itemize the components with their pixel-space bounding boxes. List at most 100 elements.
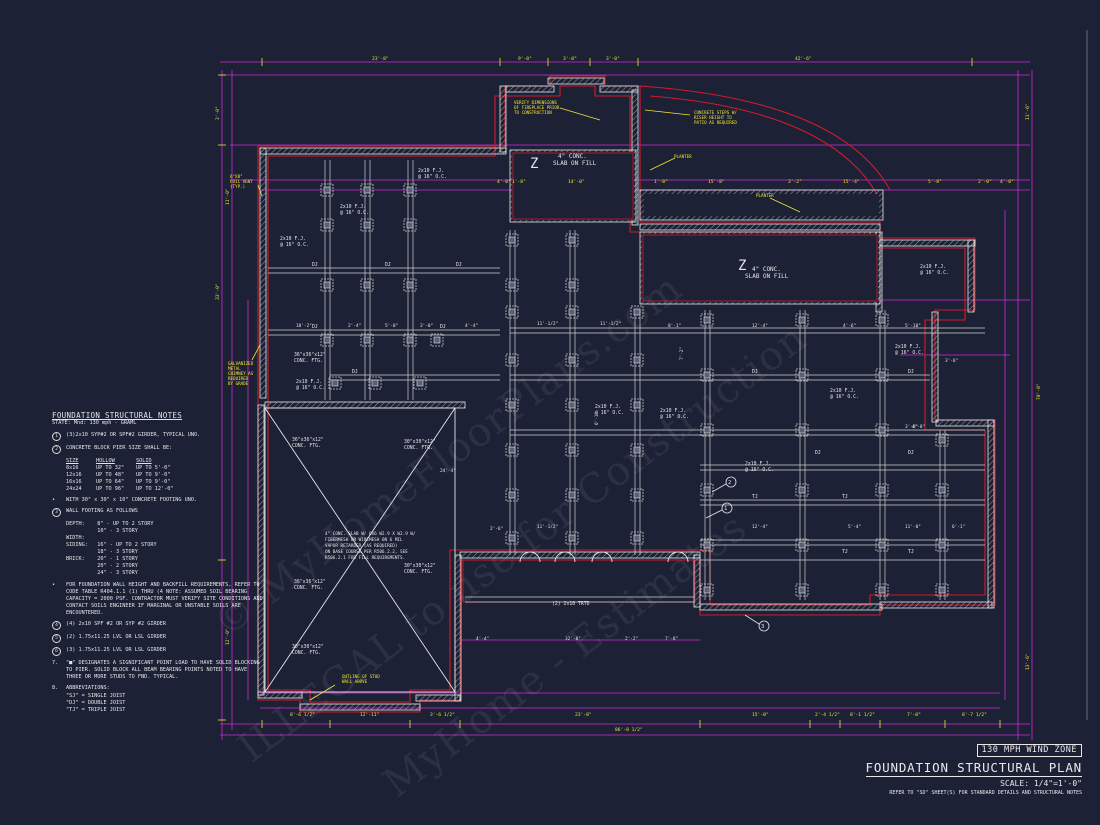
svg-text:2x10 F.J.: 2x10 F.J. bbox=[745, 461, 771, 467]
pier-block bbox=[798, 426, 806, 434]
pier-block bbox=[568, 491, 576, 499]
pier-footing bbox=[403, 218, 417, 232]
pier-block bbox=[416, 379, 424, 387]
svg-text:FOIL VENT: FOIL VENT bbox=[230, 179, 253, 184]
svg-text:Z: Z bbox=[530, 156, 538, 172]
svg-text:DJ: DJ bbox=[908, 450, 914, 456]
pier-footing bbox=[630, 488, 644, 502]
svg-text:15'-0": 15'-0" bbox=[752, 712, 769, 718]
svg-text:TJ: TJ bbox=[842, 494, 848, 500]
svg-text:@ 16" O.C.: @ 16" O.C. bbox=[660, 414, 689, 420]
pier-block bbox=[798, 586, 806, 594]
pier-block bbox=[568, 308, 576, 316]
pier-footing bbox=[505, 353, 519, 367]
svg-text:@ 16" O.C.: @ 16" O.C. bbox=[895, 350, 924, 356]
pier-table-cell: 12x16 bbox=[66, 472, 82, 478]
pier-footing bbox=[360, 333, 374, 347]
pier-block bbox=[633, 401, 641, 409]
wall-footing-line: 18" - 3 STORY bbox=[66, 549, 138, 555]
svg-text:TJ: TJ bbox=[908, 549, 914, 555]
svg-text:3'-0": 3'-0" bbox=[606, 56, 620, 62]
svg-text:TJ: TJ bbox=[842, 549, 848, 555]
svg-text:METAL: METAL bbox=[228, 366, 241, 371]
svg-text:GALVANIZED: GALVANIZED bbox=[228, 361, 254, 366]
pier-block bbox=[508, 446, 516, 454]
pier-footing bbox=[875, 583, 889, 597]
svg-text:CHIMNEY AS: CHIMNEY AS bbox=[228, 371, 254, 376]
pier-block bbox=[938, 586, 946, 594]
pier-block bbox=[878, 586, 886, 594]
pier-block bbox=[568, 356, 576, 364]
pier-footing bbox=[795, 538, 809, 552]
svg-text:4" CONC. SLAB W/ 6X6 W2.9 X W2: 4" CONC. SLAB W/ 6X6 W2.9 X W2.9 W/ bbox=[325, 531, 416, 537]
wall-footing-line: 20" - 2 STORY bbox=[66, 563, 138, 569]
pier-table-cell: 24x24 bbox=[66, 486, 82, 492]
pier-footing bbox=[630, 305, 644, 319]
svg-text:SLAB ON FILL: SLAB ON FILL bbox=[553, 160, 597, 167]
pier-footing bbox=[320, 183, 334, 197]
pier-footing bbox=[403, 278, 417, 292]
svg-text:@ 16" O.C.: @ 16" O.C. bbox=[296, 385, 325, 391]
svg-text:8'-1": 8'-1" bbox=[668, 323, 681, 329]
pier-block bbox=[938, 541, 946, 549]
note-6: 6 (3) 1.75x11.25 LVL OR LSL GIRDER bbox=[52, 647, 264, 656]
svg-text:2'-6": 2'-6" bbox=[490, 526, 503, 532]
pier-block bbox=[508, 534, 516, 542]
pier-footing bbox=[565, 488, 579, 502]
svg-text:8'-7 1/2": 8'-7 1/2" bbox=[962, 712, 987, 718]
pier-footing bbox=[630, 531, 644, 545]
svg-text:2x10 F.J.: 2x10 F.J. bbox=[920, 264, 946, 270]
pier-block bbox=[878, 541, 886, 549]
svg-text:8'-6 1/2": 8'-6 1/2" bbox=[290, 712, 315, 718]
svg-text:11'-1/2": 11'-1/2" bbox=[537, 321, 558, 327]
foundation-walls bbox=[257, 77, 995, 711]
note-backfill: • FOR FOUNDATION WALL HEIGHT AND BACKFIL… bbox=[52, 582, 263, 616]
pier-footing bbox=[935, 433, 949, 447]
dimension-lines bbox=[220, 61, 1033, 740]
pier-block bbox=[371, 379, 379, 387]
svg-text:3'-8": 3'-8" bbox=[905, 424, 918, 430]
leader-lines bbox=[251, 107, 801, 701]
wall-footing-line: DEPTH: 8" - UP TO 2 STORY bbox=[66, 521, 154, 527]
wall-footing-line: 24" - 3 STORY bbox=[66, 570, 138, 576]
svg-text:@ 16" O.C.: @ 16" O.C. bbox=[745, 467, 774, 473]
svg-text:2x10 F.J.: 2x10 F.J. bbox=[280, 236, 306, 242]
svg-text:12'-4": 12'-4" bbox=[752, 524, 768, 530]
pier-footing bbox=[795, 368, 809, 382]
pier-footing bbox=[795, 313, 809, 327]
pier-block bbox=[568, 534, 576, 542]
pier-block bbox=[568, 236, 576, 244]
pier-block bbox=[703, 371, 711, 379]
svg-text:9'-0": 9'-0" bbox=[518, 56, 532, 62]
svg-text:11'-0": 11'-0" bbox=[225, 188, 231, 205]
pier-block bbox=[406, 281, 414, 289]
svg-text:10'-2": 10'-2" bbox=[296, 323, 312, 329]
pier-footing bbox=[700, 538, 714, 552]
note-7: 7. "■" DESIGNATES A SIGNIFICANT POINT LO… bbox=[52, 660, 260, 680]
pier-footing bbox=[795, 423, 809, 437]
pier-footing bbox=[413, 376, 427, 390]
pier-block bbox=[363, 186, 371, 194]
pier-block bbox=[703, 316, 711, 324]
svg-text:@ 16" O.C.: @ 16" O.C. bbox=[280, 242, 309, 248]
pier-block bbox=[508, 356, 516, 364]
pier-footing bbox=[700, 313, 714, 327]
pier-footing bbox=[565, 353, 579, 367]
pier-footing bbox=[430, 333, 444, 347]
svg-text:DJ: DJ bbox=[385, 262, 391, 268]
svg-text:2x10 F.J.: 2x10 F.J. bbox=[660, 408, 686, 414]
note-2b: • WITH 30" x 30" x 10" CONCRETE FOOTING … bbox=[52, 497, 198, 503]
pier-table-cell: SIZE bbox=[66, 458, 79, 464]
svg-text:12'-4": 12'-4" bbox=[752, 323, 768, 329]
svg-text:70'-8": 70'-8" bbox=[1036, 383, 1042, 400]
svg-text:5'-8": 5'-8" bbox=[928, 179, 942, 185]
pier-block bbox=[703, 586, 711, 594]
bottom-dimension-text: 8'-6 1/2" 12'-11" 3'-6 1/2" 23'-8" 15'-0… bbox=[290, 712, 987, 733]
svg-text:6'-1": 6'-1" bbox=[594, 412, 600, 425]
svg-text:VAPOR RETARDER (AS REQUIRED): VAPOR RETARDER (AS REQUIRED) bbox=[325, 543, 397, 549]
pier-table-cell: HOLLOW bbox=[96, 458, 115, 464]
pier-table-cell: UP TO 32" bbox=[96, 465, 125, 471]
svg-text:5'-0": 5'-0" bbox=[385, 323, 398, 329]
